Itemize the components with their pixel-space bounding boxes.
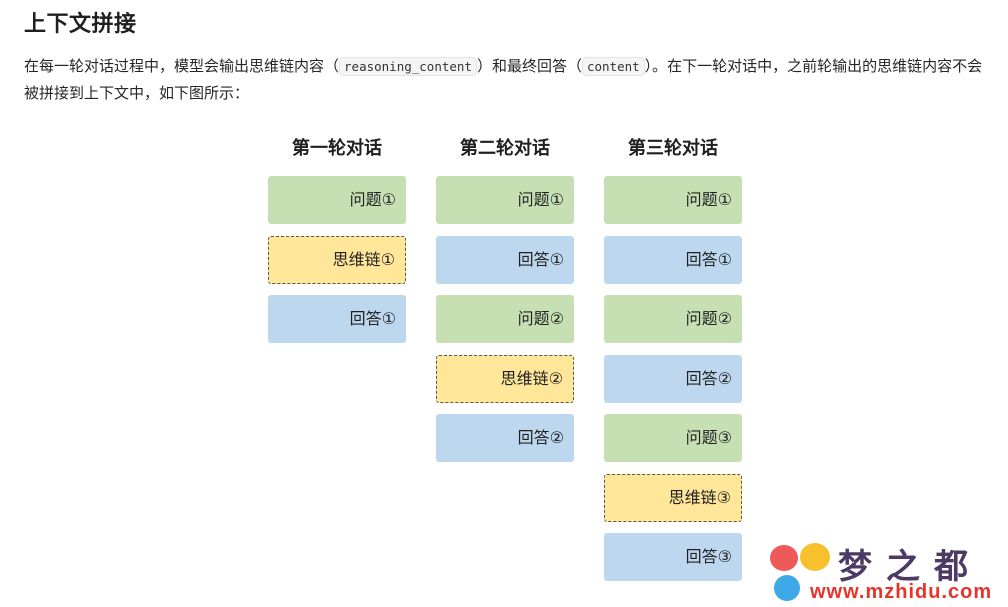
intro-paragraph: 在每一轮对话过程中，模型会输出思维链内容（reasoning_content）和… (24, 53, 984, 106)
answer-block: 回答② (436, 414, 574, 462)
round-1-column: 第一轮对话 问题① 思维链① 回答① (268, 136, 406, 355)
watermark-logo-icon (774, 575, 800, 601)
answer-block: 回答② (604, 354, 742, 403)
watermark-url: www.mzhidu.com (810, 581, 993, 603)
watermark-title: 梦之都 (838, 547, 982, 587)
column-title: 第三轮对话 (628, 138, 718, 159)
paragraph-text-after: ）。在下一轮对话中，之前轮输出的思维链内容不会被拼接到上下文中，如下图所示： (24, 57, 983, 102)
question-block: 问题③ (604, 414, 742, 462)
column-title: 第二轮对话 (460, 138, 550, 159)
answer-block: 回答③ (604, 533, 742, 581)
watermark-logo-icon (800, 543, 830, 571)
column-title: 第一轮对话 (292, 138, 382, 159)
page-title: 上下文拼接 (24, 12, 137, 37)
question-block: 问题② (436, 295, 574, 343)
question-block: 问题① (604, 176, 742, 224)
code-reasoning-content: reasoning_content (339, 57, 477, 76)
reasoning-block: 思维链③ (604, 473, 742, 522)
reasoning-block: 思维链② (436, 354, 574, 403)
site-watermark: 梦之都 www.mzhidu.com (768, 539, 1004, 605)
question-block: 问题② (604, 295, 742, 343)
round-3-column: 第三轮对话 问题① 回答① 问题② 回答② 问题③ 思维链③ 回答③ (604, 136, 742, 593)
answer-block: 回答① (436, 235, 574, 284)
answer-block: 回答① (604, 235, 742, 284)
question-block: 问题① (436, 176, 574, 224)
code-content: content (581, 57, 645, 76)
watermark-logo-icon (770, 545, 798, 571)
paragraph-text-middle: ）和最终回答（ (476, 57, 582, 75)
answer-block: 回答① (268, 295, 406, 343)
question-block: 问题① (268, 176, 406, 224)
round-2-column: 第二轮对话 问题① 回答① 问题② 思维链② 回答② (436, 136, 574, 474)
reasoning-block: 思维链① (268, 235, 406, 284)
paragraph-text-before: 在每一轮对话过程中，模型会输出思维链内容（ (24, 57, 340, 75)
